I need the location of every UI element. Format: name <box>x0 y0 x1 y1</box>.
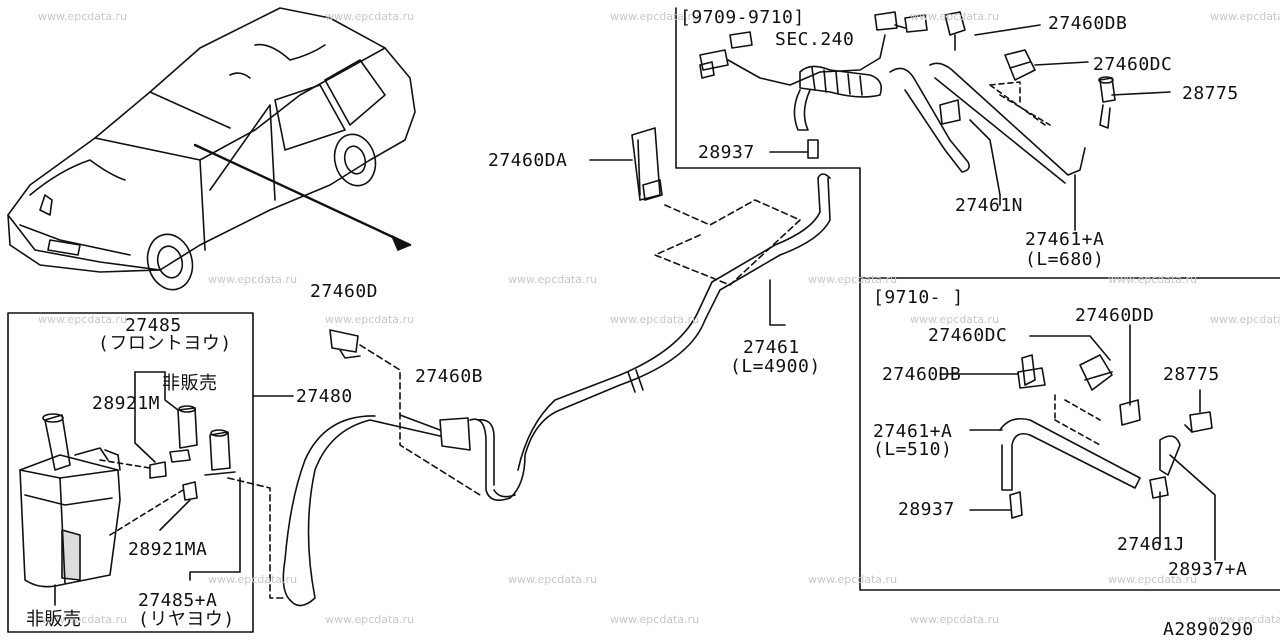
top-box-group <box>675 7 1280 591</box>
washer-tank-group <box>7 312 294 633</box>
watermark: www.epcdata.ru <box>1108 573 1198 586</box>
watermark: www.epcdata.ru <box>38 313 128 326</box>
part-label-27460DB: 27460DB <box>882 364 962 385</box>
watermark: www.epcdata.ru <box>910 613 1000 626</box>
section-ref-label: SEC.240 <box>775 29 855 50</box>
diagram-id: A2890290 <box>1163 619 1254 640</box>
watermark: www.epcdata.ru <box>610 10 700 23</box>
part-label-28775: 28775 <box>1182 83 1239 104</box>
watermark: www.epcdata.ru <box>1210 10 1280 23</box>
part-label-27461A: 27461+A <box>873 421 953 442</box>
watermark: www.epcdata.ru <box>1208 613 1280 626</box>
part-label-28775: 28775 <box>1163 364 1220 385</box>
watermark: www.epcdata.ru <box>910 10 1000 23</box>
part-label-27461J: 27461J <box>1117 534 1186 555</box>
part-label-28921MA: 28921MA <box>128 539 208 560</box>
watermark: www.epcdata.ru <box>325 613 415 626</box>
model-range-label: [9710- ] <box>873 287 964 308</box>
right-box-group <box>939 324 1216 561</box>
part-label-27461N: 27461N <box>955 195 1024 216</box>
part-label-27460DB: 27460DB <box>1048 13 1128 34</box>
watermark: www.epcdata.ru <box>208 573 298 586</box>
part-length-27461: (L=4900) <box>730 356 821 377</box>
part-label-27460DA: 27460DA <box>488 150 568 171</box>
not-for-sale-label: 非販売 <box>162 373 218 394</box>
part-label-27461: 27461 <box>743 337 800 358</box>
watermark: www.epcdata.ru <box>208 273 298 286</box>
watermark: www.epcdata.ru <box>325 10 415 23</box>
part-label-28937: 28937 <box>898 499 955 520</box>
part-label-27460DC: 27460DC <box>928 325 1008 346</box>
part-label-28937A: 28937+A <box>1168 559 1248 580</box>
watermark: www.epcdata.ru <box>325 313 415 326</box>
part-label-27485: 27485 <box>125 315 182 336</box>
part-label-28921M: 28921M <box>92 393 161 414</box>
car-illustration <box>7 7 416 291</box>
part-length-27461A: (L=510) <box>873 439 953 460</box>
watermark: www.epcdata.ru <box>610 613 700 626</box>
part-label-27485A: 27485+A <box>138 590 218 611</box>
watermark: www.epcdata.ru <box>808 573 898 586</box>
watermark: www.epcdata.ru <box>610 313 700 326</box>
watermark: www.epcdata.ru <box>1108 273 1198 286</box>
watermark: www.epcdata.ru <box>1210 313 1280 326</box>
watermark: www.epcdata.ru <box>38 10 128 23</box>
part-label-28937: 28937 <box>698 142 755 163</box>
part-note-front: (フロントヨウ) <box>98 333 232 354</box>
part-label-27460B: 27460B <box>415 366 484 387</box>
watermark: www.epcdata.ru <box>38 613 128 626</box>
watermark: www.epcdata.ru <box>508 573 598 586</box>
part-label-27461A: 27461+A <box>1025 229 1105 250</box>
part-label-27480: 27480 <box>296 386 353 407</box>
part-label-27460DC: 27460DC <box>1093 54 1173 75</box>
bracket-27460DA <box>589 127 801 286</box>
main-hose <box>282 173 831 607</box>
watermark: www.epcdata.ru <box>808 273 898 286</box>
part-length-27461A: (L=680) <box>1025 249 1105 270</box>
not-for-sale-label: 非販売 <box>26 609 82 630</box>
part-label-27460D: 27460D <box>310 281 379 302</box>
watermark: www.epcdata.ru <box>508 273 598 286</box>
model-range-label: [9709-9710] <box>680 7 805 28</box>
watermark: www.epcdata.ru <box>910 313 1000 326</box>
part-note-rear: (リヤヨウ) <box>138 609 235 630</box>
part-label-27460DD: 27460DD <box>1075 305 1155 326</box>
